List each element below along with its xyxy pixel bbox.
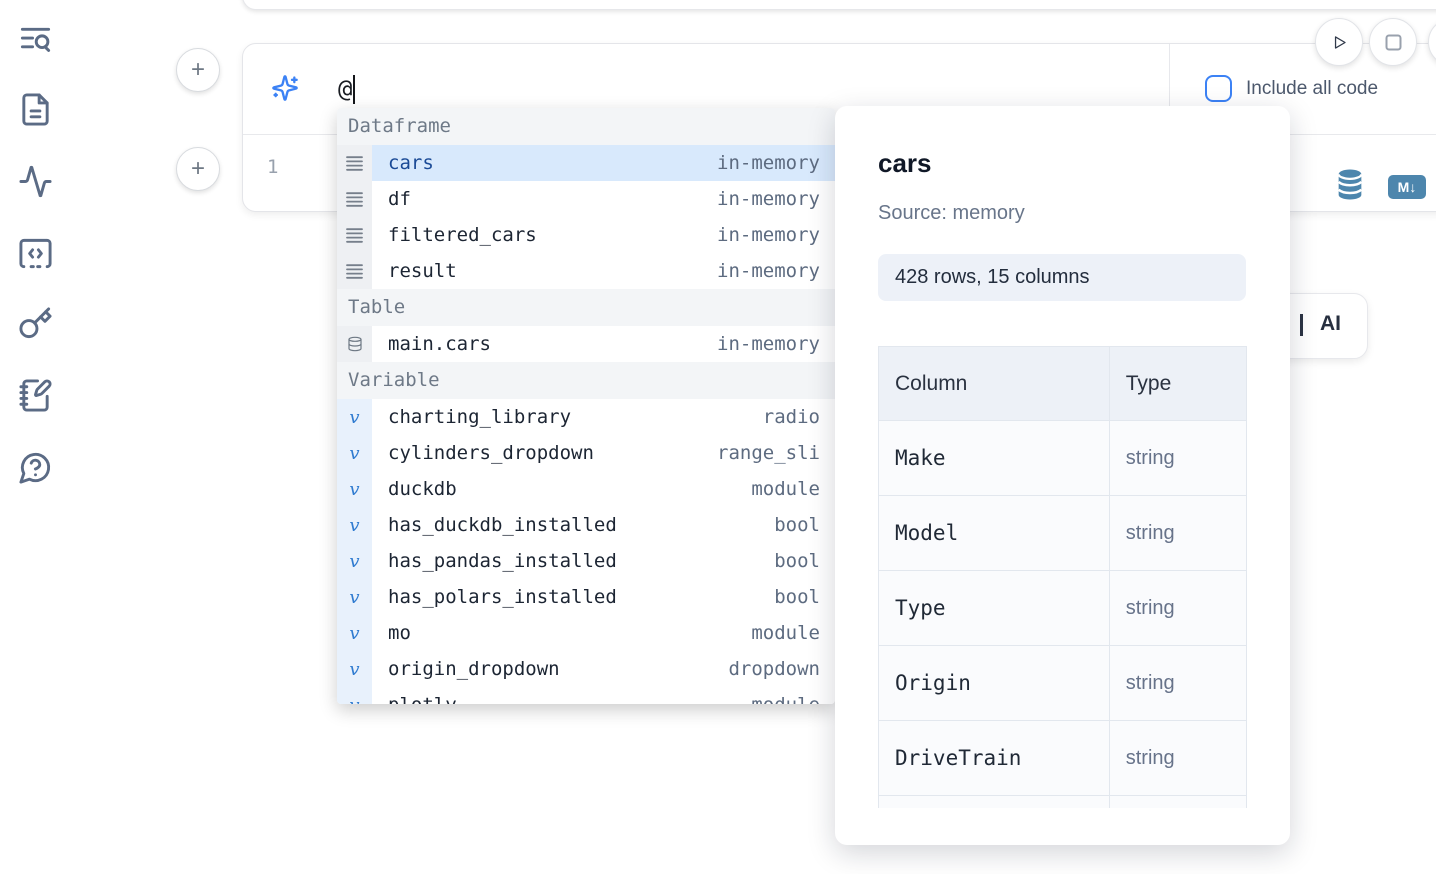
convert-to-markdown-button[interactable]: M↓ — [1388, 175, 1426, 199]
add-cell-below-button[interactable]: + — [176, 147, 220, 191]
variable-icon: v — [337, 579, 372, 615]
previous-cell-edge — [242, 0, 1436, 10]
panel-source: Source: memory — [878, 202, 1025, 224]
dataframe-preview-panel: cars Source: memory 428 rows, 15 columns… — [835, 106, 1290, 845]
convert-to-sql-button[interactable] — [1334, 168, 1366, 201]
code-snippets-icon[interactable] — [18, 236, 53, 271]
stop-button[interactable] — [1369, 18, 1417, 66]
notebook-pen-icon[interactable] — [18, 378, 53, 413]
divider — [1169, 44, 1170, 134]
table-row: Type string — [878, 570, 1248, 646]
dataframe-icon — [337, 145, 372, 181]
include-all-code-checkbox[interactable] — [1205, 75, 1232, 102]
dataframe-icon — [337, 217, 372, 253]
column-header: Column — [878, 346, 1110, 421]
file-text-icon[interactable] — [18, 92, 53, 127]
panel-title: cars — [878, 148, 932, 178]
dataframe-icon — [337, 253, 372, 289]
database-icon — [337, 326, 372, 362]
variable-icon: v — [337, 471, 372, 507]
type-header: Type — [1108, 346, 1248, 421]
rows-columns-badge: 428 rows, 15 columns — [878, 254, 1246, 301]
key-icon[interactable] — [18, 306, 53, 341]
table-header-row: Column Type — [878, 346, 1248, 421]
dataframe-icon — [337, 181, 372, 217]
variable-icon: v — [337, 615, 372, 651]
section-header-variable: Variable — [337, 362, 835, 399]
variable-icon: v — [337, 651, 372, 687]
clipped-letter — [1300, 314, 1303, 336]
section-header-dataframe: Dataframe — [337, 108, 835, 145]
include-all-code-label: Include all code — [1246, 78, 1379, 99]
variable-icon: v — [337, 435, 372, 471]
table-row-partial — [878, 795, 1248, 808]
list-search-icon[interactable] — [18, 22, 53, 57]
schema-table-container: Column Type Make string Model string Typ… — [878, 346, 1248, 808]
variable-icon: v — [337, 687, 372, 704]
stop-icon — [1385, 34, 1401, 50]
prompt-text: @ — [338, 75, 353, 103]
variable-icon: v — [337, 543, 372, 579]
play-icon — [1334, 35, 1346, 49]
section-header-table: Table — [337, 289, 835, 326]
table-row: Model string — [878, 495, 1248, 571]
ai-prompt-input[interactable]: @ — [243, 44, 1169, 134]
run-cell-button[interactable] — [1315, 18, 1363, 66]
activity-icon[interactable] — [18, 164, 53, 199]
sidebar — [0, 0, 70, 874]
table-row: Make string — [878, 420, 1248, 496]
variable-icon: v — [337, 507, 372, 543]
sparkles-icon — [271, 74, 299, 102]
add-cell-above-button[interactable]: + — [176, 48, 220, 92]
autocomplete-item-clipped[interactable]: v plotlymodule — [337, 687, 835, 704]
text-cursor — [353, 74, 356, 104]
schema-table: Column Type Make string Model string Typ… — [878, 346, 1248, 808]
line-number: 1 — [267, 156, 279, 178]
table-row: DriveTrain string — [878, 720, 1248, 796]
variable-icon: v — [337, 399, 372, 435]
table-row: Origin string — [878, 645, 1248, 721]
ai-button-label: AI — [1320, 312, 1341, 335]
help-chat-icon[interactable] — [18, 450, 53, 485]
